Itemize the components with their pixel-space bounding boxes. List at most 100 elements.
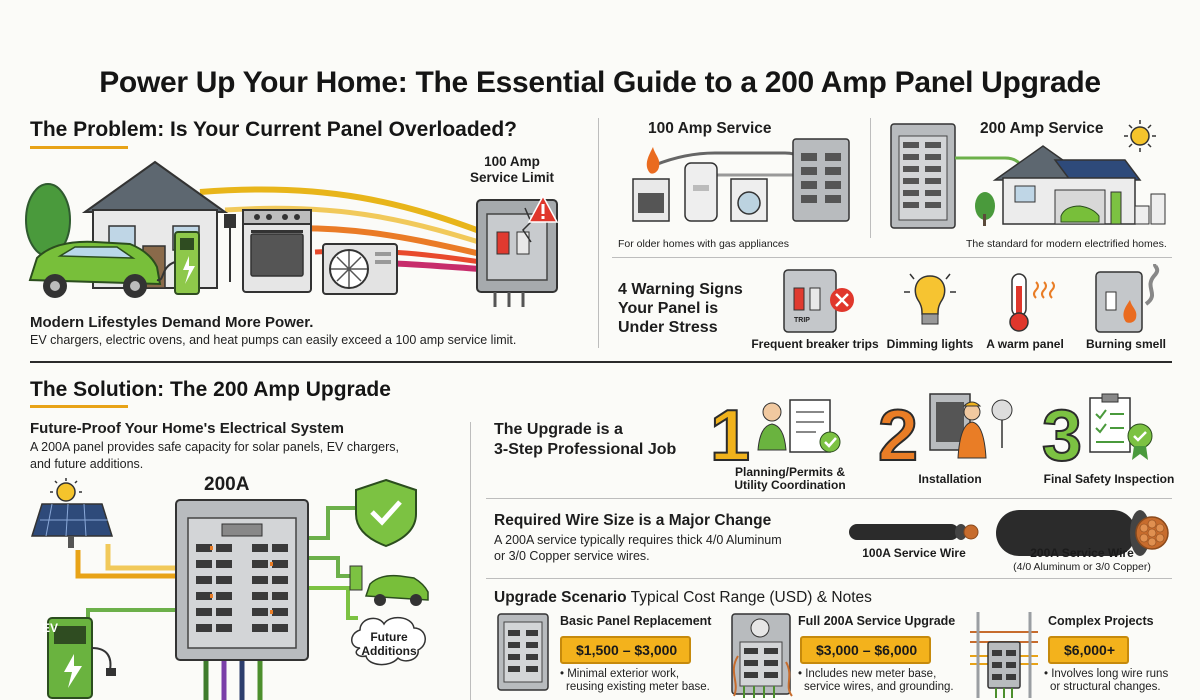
step-3-illustration: 3 [1041,393,1153,466]
solution-body-line1: A 200A panel provides safe capacity for … [30,440,399,454]
warning-heading: 4 Warning Signs Your Panel is Under Stre… [618,280,743,337]
cost-3-note-line1: • Involves long wire runs [1044,668,1169,680]
plug-icon [224,214,236,282]
service-limit-line2: Service Limit [469,170,555,185]
ev-station-icon [47,617,116,699]
cost-1-note-line2: reusing existing meter base. [566,681,710,693]
costs-heading-bold: Upgrade Scenario [494,589,627,606]
wire-body-line1: A 200A service typically requires thick … [494,533,782,547]
lightbulb-icon [904,273,956,325]
service-limit-label: 100 Amp Service Limit [452,154,572,186]
wire-body: A 200A service typically requires thick … [494,532,782,564]
future-additions-cloud [351,616,426,666]
wire-bottom-divider [486,578,1172,579]
overloaded-home-illustration [25,160,559,307]
cost-2-note: • Includes new meter base, service wires… [798,668,954,694]
cost-1-note: • Minimal exterior work, reusing existin… [560,668,710,694]
service-limit-line1: 100 Amp [484,154,540,169]
modern-home-icon [992,145,1142,225]
step-3-label: Final Safety Inspection [1043,472,1175,486]
panel-200a-label: 200A [204,474,250,495]
solar-panel-icon [30,503,114,548]
warning-label-1: Frequent breaker trips [751,337,879,351]
problem-heading: The Problem: Is Your Current Panel Overl… [30,118,517,141]
200a-wire-icon [996,510,1169,556]
200a-service-illustration [890,120,1166,229]
warning-heading-line2: Your Panel is [618,300,719,317]
charger-small-icon [1110,191,1122,225]
steps-heading: The Upgrade is a 3-Step Professional Job [494,420,676,460]
100a-service-title: 100 Amp Service [648,120,772,137]
problem-body: EV chargers, electric ovens, and heat pu… [30,333,517,347]
problem-heading-underline [30,146,128,149]
cost-3-note-line2: or structural changes. [1050,681,1161,693]
cost-1-title: Basic Panel Replacement [560,614,712,628]
cost-1-note-line1: • Minimal exterior work, [560,668,680,680]
cost-2-note-line2: service wires, and grounding. [804,681,954,693]
ev-car-icon [28,240,162,298]
costs-heading-rest: Typical Cost Range (USD) & Notes [626,589,872,606]
ev-station-label: EV [42,621,59,635]
warning-label-2: Dimming lights [886,337,974,351]
100a-wire-icon [849,524,979,540]
cost-3-note: • Involves long wire runs or structural … [1044,668,1168,694]
future-line2: Additions [361,644,417,658]
wire-body-line2: or 3/0 Copper service wires. [494,549,650,563]
steps-heading-line2: 3-Step Professional Job [494,441,677,458]
burning-outlet-icon [1095,264,1160,333]
cost-3-price-tag: $6,000+ [1048,636,1129,664]
page-title: Power Up Your Home: The Essential Guide … [99,66,1101,99]
sun-icon [1124,120,1156,152]
solution-heading: The Solution: The 200 Amp Upgrade [30,378,391,401]
200a-wire-label: 200A Service Wire [1030,546,1134,560]
step-1-number: 1 [710,396,750,466]
problem-subheading: Modern Lifestyles Demand More Power. [30,314,314,331]
full-upgrade-panel-icon [731,613,793,698]
200a-wire-note: (4/0 Aluminum or 3/0 Copper) [1013,561,1151,573]
breaker-trip-text: TRIP [794,317,810,324]
thermometer-icon [1009,273,1055,332]
future-line1: Future [370,630,408,644]
warning-icon [527,194,559,223]
shield-check-icon [355,478,417,548]
basic-panel-icon [497,613,549,691]
cost-3-title: Complex Projects [1048,614,1154,628]
step-3-number: 3 [1042,396,1082,466]
solution-heading-underline [30,405,128,408]
water-heater-icon [684,162,718,222]
ev-charger-icon [156,231,200,295]
steps-bottom-divider [486,498,1172,499]
step-2-illustration: 2 [877,393,1013,466]
tripped-breaker-icon: TRIP [783,269,854,333]
overloaded-panel-icon [476,199,558,307]
section-divider [30,361,1172,363]
heat-pump-icon [322,243,398,295]
wire-heading: Required Wire Size is a Major Change [494,512,772,529]
step-1-illustration: 1 [709,395,841,466]
flame-icon [646,147,660,174]
warning-heading-line3: Under Stress [618,319,718,336]
warning-heading-line1: 4 Warning Signs [618,281,743,298]
comparison-bottom-divider [612,257,1172,258]
warning-label-3: A warm panel [986,337,1064,351]
solution-body-line2: and future additions. [30,457,144,471]
bottom-vertical-divider [470,422,471,700]
solution-body: A 200A panel provides safe capacity for … [30,439,399,473]
costs-heading: Upgrade Scenario Typical Cost Range (USD… [494,589,872,607]
warning-label-4: Burning smell [1085,337,1166,351]
comparison-divider [870,118,871,238]
main-200a-panel [175,499,309,661]
100a-panel-icon [792,138,850,222]
200a-service-caption: The standard for modern electrified home… [966,238,1167,250]
100a-wire-label: 100A Service Wire [862,546,966,560]
sun-small-icon [50,478,82,502]
top-vertical-divider [598,118,599,348]
cost-2-title: Full 200A Service Upgrade [798,614,956,628]
step-1-label-line1: Planning/Permits & [734,465,846,479]
100a-service-caption: For older homes with gas appliances [618,238,790,250]
electric-oven-icon [242,209,312,293]
step-2-label: Installation [918,472,982,486]
solution-subheading: Future-Proof Your Home's Electrical Syst… [30,420,344,437]
steps-heading-line1: The Upgrade is a [494,421,623,438]
ev-car-small-icon [349,565,429,606]
